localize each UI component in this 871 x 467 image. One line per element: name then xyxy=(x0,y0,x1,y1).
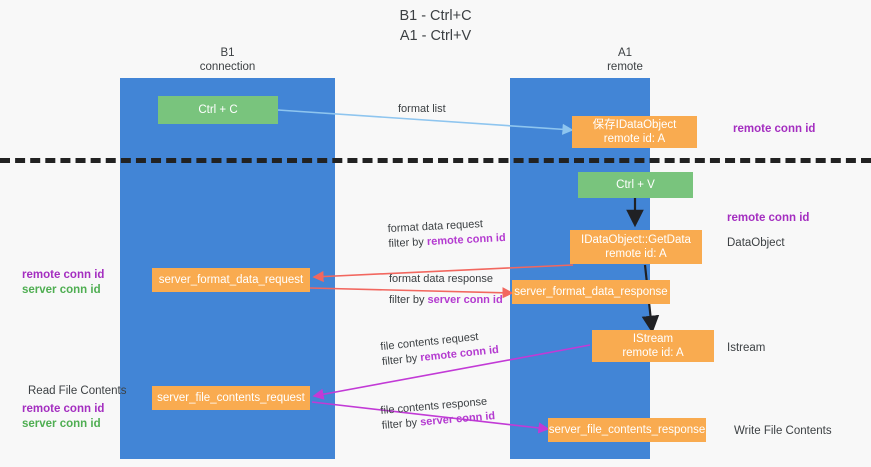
label-left-remote-conn-id: remote conn id xyxy=(22,269,105,281)
edge-label-file-contents-response: file contents response filter by server … xyxy=(380,394,496,434)
box-server-format-data-response[interactable]: server_format_data_response xyxy=(512,280,670,304)
edge-label-format-data-response: format data response filter by server co… xyxy=(389,272,503,308)
label-read-file-contents: Read File Contents xyxy=(28,385,127,397)
edge-label-format-data-request: format data request filter by remote con… xyxy=(387,216,506,252)
edge-text-prefix: filter by xyxy=(388,236,428,251)
edge-label-format-list: format list xyxy=(398,103,446,115)
label-left-remote-conn-id-2: remote conn id xyxy=(22,403,105,415)
edge-text-prefix: filter by xyxy=(381,416,421,432)
box-server-file-contents-request[interactable]: server_file_contents_request xyxy=(152,386,310,410)
lane-header-a1: A1 remote xyxy=(607,47,643,73)
box-istream[interactable]: IStream remote id: A xyxy=(592,330,714,362)
edge-text-highlight: server conn id xyxy=(427,294,503,306)
box-server-file-contents-response[interactable]: server_file_contents_response xyxy=(548,418,706,442)
edge-text-prefix: filter by xyxy=(381,352,421,369)
label-remote-conn-id-top: remote conn id xyxy=(733,123,816,135)
label-left-server-conn-id-2: server conn id xyxy=(22,418,101,430)
box-idataobject-getdata[interactable]: IDataObject::GetData remote id: A xyxy=(570,230,702,264)
lane-header-b1: B1 connection xyxy=(199,47,256,73)
label-istream: Istream xyxy=(727,342,766,354)
box-ctrl-v[interactable]: Ctrl + V xyxy=(578,172,693,198)
label-left-server-conn-id: server conn id xyxy=(22,284,101,296)
edge-label-file-contents-request: file contents request filter by remote c… xyxy=(380,328,500,370)
label-dataobject: DataObject xyxy=(727,237,785,249)
box-ctrl-c[interactable]: Ctrl + C xyxy=(158,96,278,124)
edge-text-prefix: filter by xyxy=(389,294,428,306)
label-write-file-contents: Write File Contents xyxy=(734,425,832,437)
edge-text-highlight: remote conn id xyxy=(426,231,506,249)
diagram-title: B1 - Ctrl+C A1 - Ctrl+V xyxy=(399,8,472,44)
box-server-format-data-request[interactable]: server_format_data_request xyxy=(152,268,310,292)
box-save-dataobject[interactable]: 保存IDataObject remote id: A xyxy=(572,116,697,148)
phase-separator xyxy=(0,158,871,163)
label-remote-conn-id-mid: remote conn id xyxy=(727,212,810,224)
edge-text-line1: format data response xyxy=(389,273,493,285)
